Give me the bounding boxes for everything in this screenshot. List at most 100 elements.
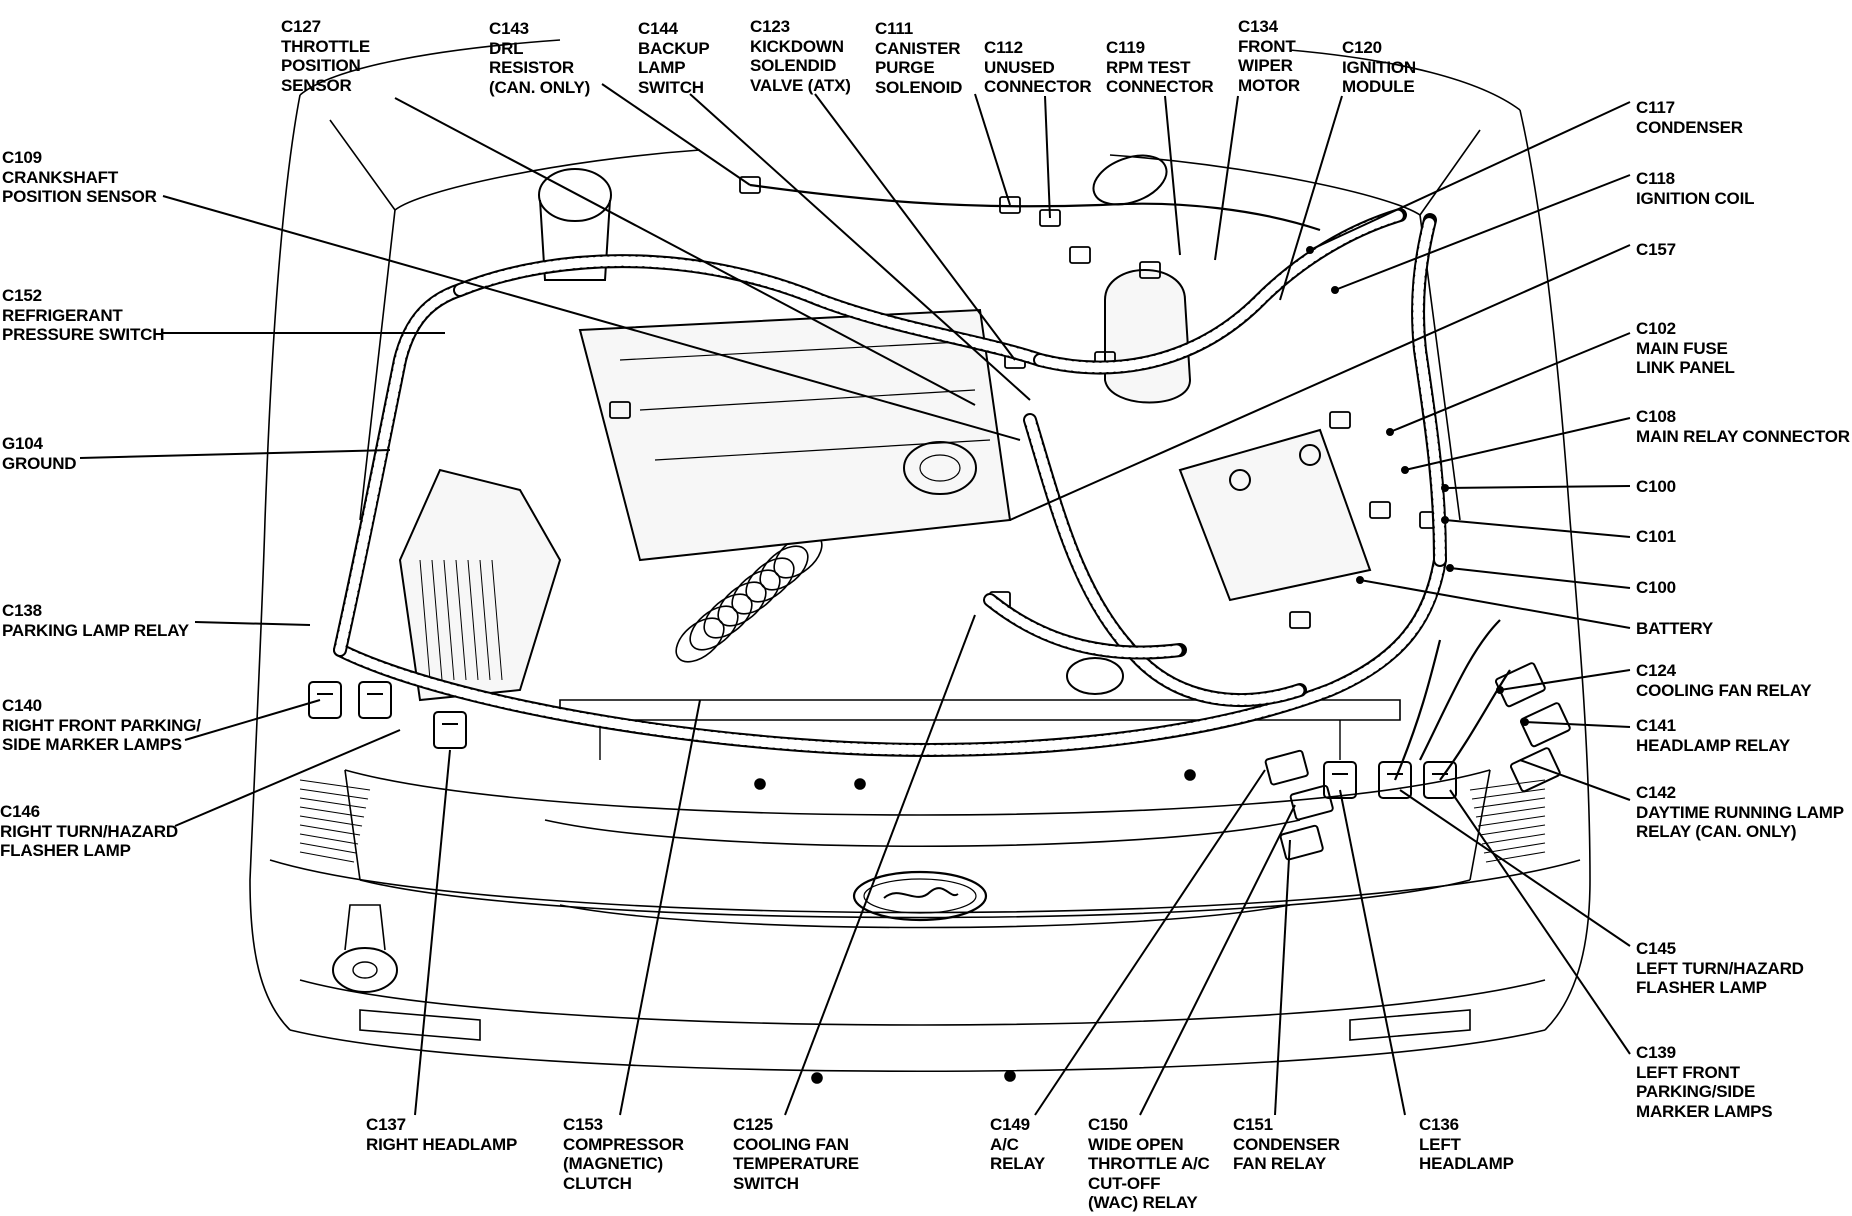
label-c125-line1: COOLING FAN	[733, 1134, 849, 1154]
valve-cover-ridge-2	[639, 389, 976, 411]
label-c127-line2: POSITION	[281, 56, 361, 75]
label-c144-line2: LAMP	[638, 58, 686, 77]
label-c143-line3: (CAN. ONLY)	[489, 77, 591, 97]
small-connector-13	[1289, 611, 1311, 629]
right-headlamp-lens-line	[299, 851, 355, 863]
label-c140-id: C140	[2, 696, 42, 715]
bumper-top-edge	[269, 859, 1581, 914]
leader-c108	[1404, 417, 1631, 471]
label-c117: C117 CONDENSER	[1636, 98, 1743, 137]
ac-relay-2	[1289, 784, 1334, 821]
label-c146: C146 RIGHT TURN/HAZARD FLASHER LAMP	[0, 802, 178, 861]
label-c152-line2: PRESSURE SWITCH	[2, 325, 165, 344]
valve-cover-ridge-3	[654, 439, 991, 461]
label-c119-id: C119	[1106, 38, 1145, 57]
right-headlamp-lens-line	[299, 824, 361, 836]
leader-c139	[1449, 789, 1631, 1055]
leader-c100-upper	[1444, 485, 1631, 489]
leader-battery	[1359, 579, 1631, 629]
label-c140-line1: RIGHT FRONT PARKING/	[2, 715, 201, 735]
label-c101: C101	[1636, 527, 1676, 547]
hood-right-edge	[1289, 49, 1521, 111]
wiper-motor	[1092, 154, 1168, 206]
small-connector-4	[1069, 246, 1091, 264]
label-c150: C150 WIDE OPEN THROTTLE A/C CUT-OFF (WAC…	[1088, 1115, 1210, 1213]
label-c117-line1: CONDENSER	[1636, 117, 1743, 137]
leader-c150	[1139, 804, 1296, 1116]
leader-arrow-tip	[1496, 686, 1504, 694]
air-filter-housing	[398, 468, 562, 702]
label-c152-id: C152	[2, 286, 42, 305]
label-c138-line1: PARKING LAMP RELAY	[2, 620, 189, 640]
harness-braid-2	[335, 285, 465, 655]
bolt-head	[854, 778, 866, 790]
small-connector-6	[609, 401, 631, 419]
label-c145: C145 LEFT TURN/HAZARD FLASHER LAMP	[1636, 939, 1804, 998]
label-c127-line3: SENSOR	[281, 75, 352, 95]
label-c100-upper-id: C100	[1636, 477, 1676, 496]
label-c134: C134 FRONT WIPER MOTOR	[1238, 17, 1300, 95]
fender-right-side	[1544, 519, 1591, 1031]
bolt-head	[1004, 1070, 1016, 1082]
leader-c143	[601, 83, 751, 186]
label-c157-id: C157	[1636, 240, 1676, 259]
left-headlamp-lens-line	[1479, 824, 1546, 836]
leader-arrow-tip	[1446, 564, 1454, 572]
bolt-head	[811, 1072, 823, 1084]
label-c120-id: C120	[1342, 38, 1382, 57]
leader-c101	[1444, 519, 1631, 538]
fine-wire-3	[1419, 619, 1501, 761]
label-c109: C109 CRANKSHAFT POSITION SENSOR	[2, 148, 157, 207]
leader-c138	[194, 621, 311, 626]
label-c112-line2: CONNECTOR	[984, 77, 1092, 96]
label-c119-line1: RPM TEST	[1106, 57, 1191, 77]
label-c100-lower-id: C100	[1636, 578, 1676, 597]
left-headlamp-lens-line	[1481, 833, 1546, 845]
cowl-left	[394, 149, 701, 211]
label-c123-line3: VALVE (ATX)	[750, 75, 851, 95]
leader-c140	[184, 699, 321, 741]
label-c145-line2: FLASHER LAMP	[1636, 978, 1767, 997]
left-headlamp-lens-line	[1469, 779, 1546, 791]
harness-braid-1	[335, 555, 1445, 755]
label-c118: C118 IGNITION COIL	[1636, 169, 1754, 208]
fine-wire-5	[1393, 639, 1442, 781]
leader-c123	[814, 93, 1016, 361]
label-battery: BATTERY	[1636, 619, 1713, 639]
label-c125-line3: SWITCH	[733, 1173, 799, 1193]
label-c144-line3: SWITCH	[638, 77, 704, 97]
engine-valve-cover	[578, 308, 1012, 562]
ford-emblem-inner	[863, 878, 977, 914]
right-headlamp-lens-line	[299, 806, 365, 818]
label-c112-id: C112	[984, 38, 1023, 57]
label-c111-line3: SOLENOID	[875, 77, 963, 97]
power-steering-reservoir-body	[539, 199, 611, 281]
ford-emblem-outer	[852, 870, 988, 922]
harness-braid-5	[1413, 215, 1445, 565]
label-c112: C112 UNUSED CONNECTOR	[984, 38, 1092, 97]
harness-braid-7	[985, 595, 1185, 658]
label-c142: C142 DAYTIME RUNNING LAMP RELAY (CAN. ON…	[1636, 783, 1844, 842]
label-c145-id: C145	[1636, 939, 1676, 958]
lamp-connector-1	[308, 681, 342, 719]
leader-lines	[79, 83, 1631, 1116]
label-c125-id: C125	[733, 1115, 773, 1134]
lamp-connector-4	[1323, 761, 1357, 799]
leader-arrow-tip	[1441, 484, 1449, 492]
grille-right	[1469, 769, 1491, 881]
label-c102-line2: LINK PANEL	[1636, 358, 1735, 377]
label-c137-id: C137	[366, 1115, 406, 1134]
left-headlamp-lens-line	[1471, 788, 1546, 800]
label-c108: C108 MAIN RELAY CONNECTOR	[1636, 407, 1850, 446]
label-g104: G104 GROUND	[2, 434, 77, 473]
intake-bellows-ring	[745, 557, 795, 603]
battery-terminal-neg	[1229, 469, 1251, 491]
right-headlamp-lens-line	[299, 788, 369, 800]
label-c145-line1: LEFT TURN/HAZARD	[1636, 958, 1804, 978]
fine-wire-2	[1099, 202, 1321, 232]
label-c139-line2: PARKING/SIDE	[1636, 1082, 1756, 1101]
leader-c100-lower	[1449, 567, 1631, 589]
bumper-lower-edge	[289, 1029, 1546, 1073]
label-c136: C136 LEFT HEADLAMP	[1419, 1115, 1514, 1174]
